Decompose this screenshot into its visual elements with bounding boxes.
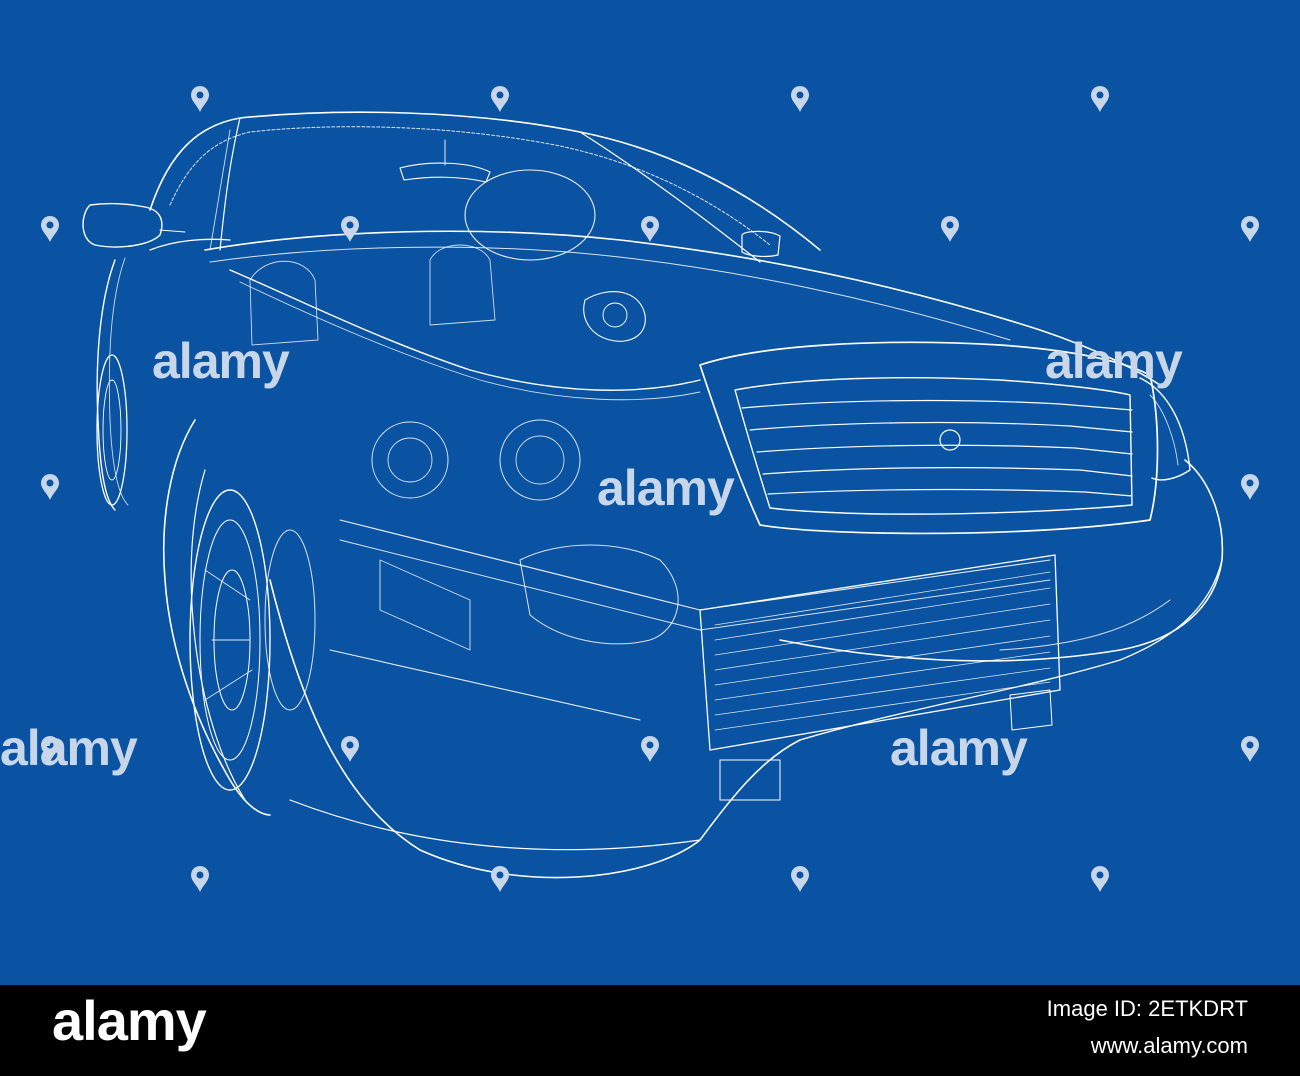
site-url[interactable]: www.alamy.com bbox=[1090, 1033, 1248, 1058]
watermark-text: alamy bbox=[1045, 333, 1183, 389]
footer-bar: alamy Image ID: 2ETKDRT www.alamy.com bbox=[0, 985, 1300, 1076]
car-wireframe-svg: alamy alamy alamy alamy alamy bbox=[0, 0, 1300, 985]
watermark-text: alamy bbox=[597, 460, 735, 516]
blueprint-illustration: alamy alamy alamy alamy alamy bbox=[0, 0, 1300, 985]
watermark-text: alamy bbox=[152, 333, 290, 389]
image-id: Image ID: 2ETKDRT bbox=[1046, 996, 1248, 1021]
alamy-logo[interactable]: alamy bbox=[52, 989, 207, 1052]
watermark-texts: alamy alamy alamy alamy alamy bbox=[0, 333, 1184, 776]
car-wireframe bbox=[82, 111, 1224, 879]
watermark-text: alamy bbox=[890, 720, 1028, 776]
watermark-text: alamy bbox=[0, 720, 138, 776]
